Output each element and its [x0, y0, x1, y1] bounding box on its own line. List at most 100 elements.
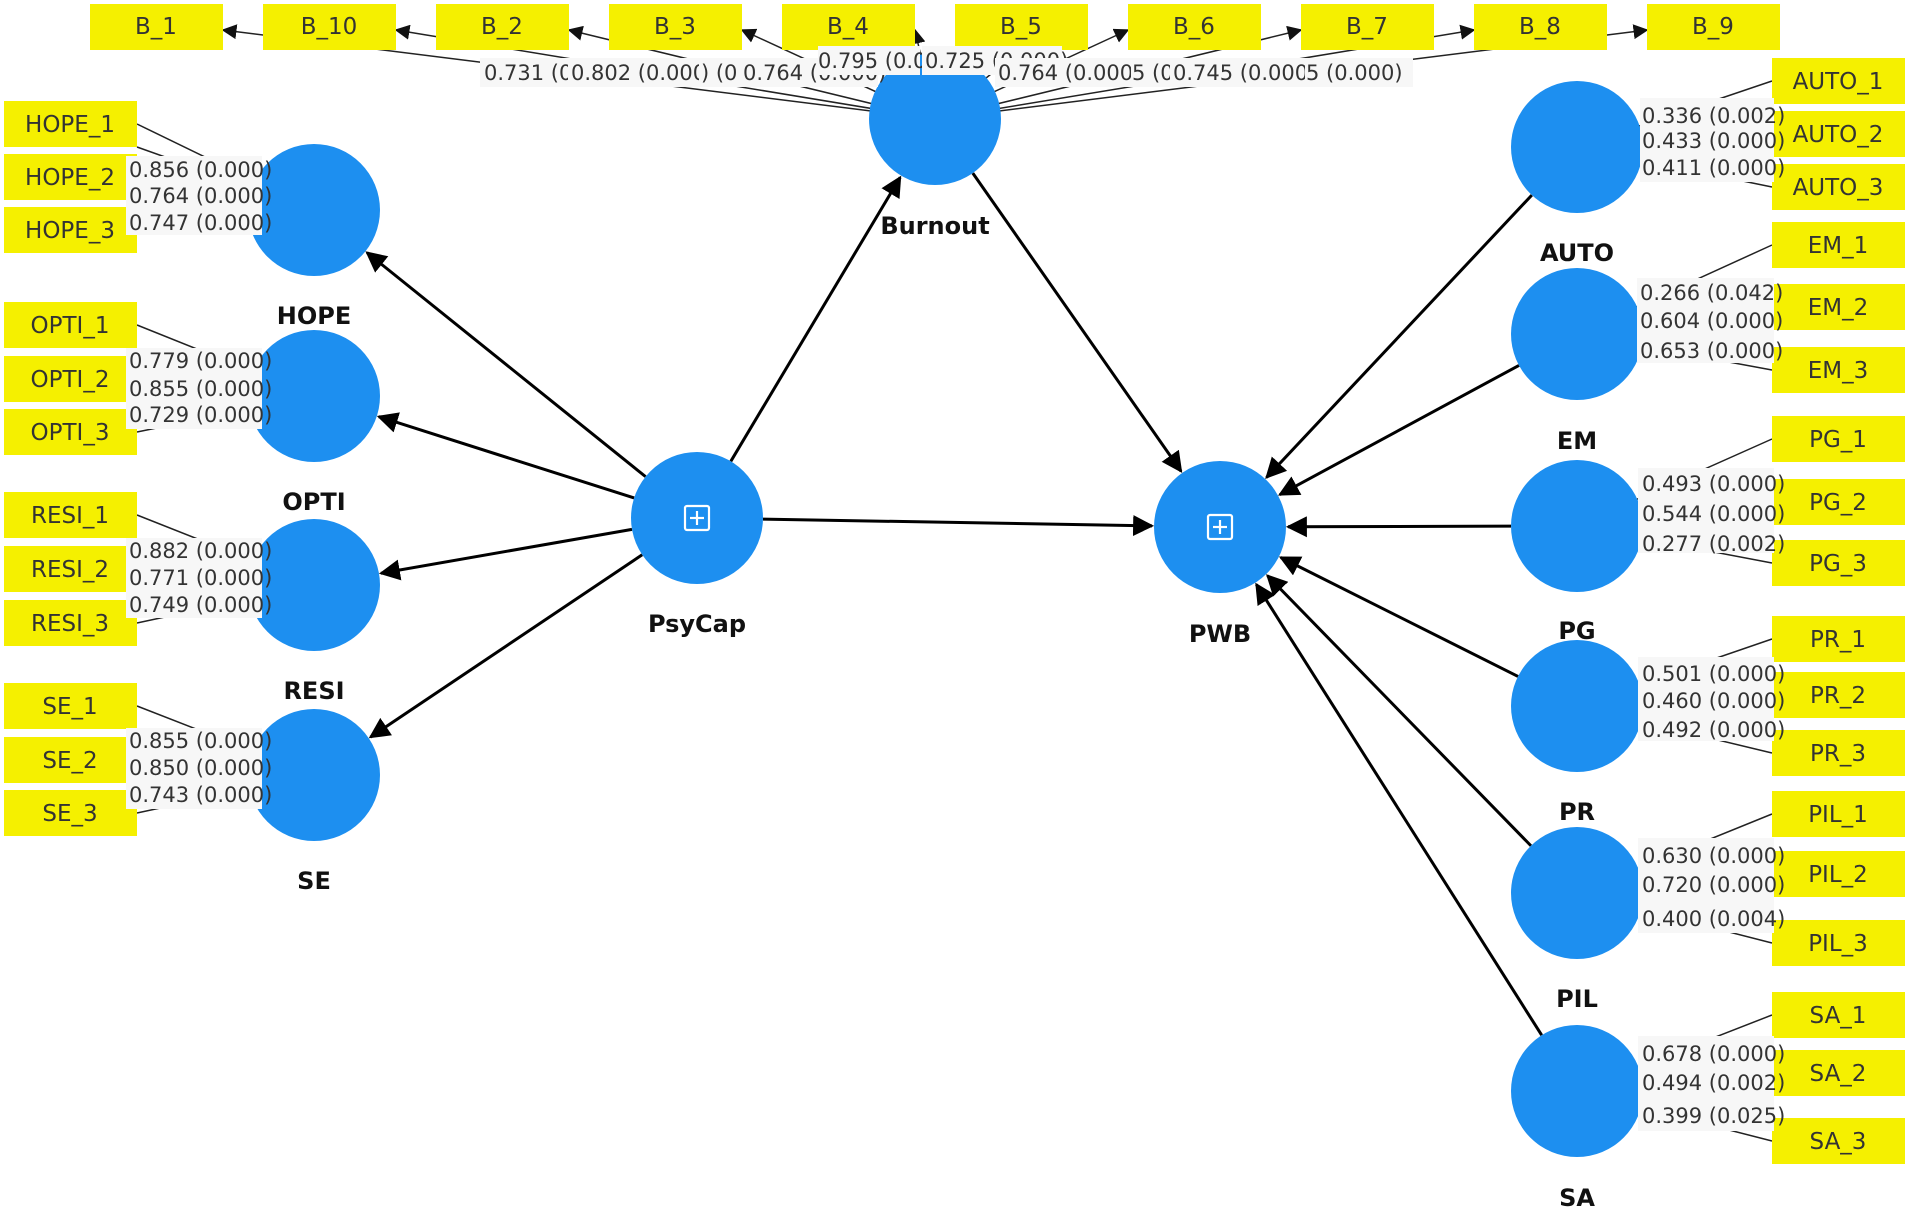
- indicator-EM_3[interactable]: EM_3: [1772, 347, 1905, 393]
- indicator-PIL_1[interactable]: PIL_1: [1772, 791, 1905, 837]
- expand-box-icon[interactable]: [1206, 513, 1234, 541]
- indicator-B_4[interactable]: B_4: [782, 4, 915, 50]
- indicator-AUTO_2[interactable]: AUTO_2: [1772, 111, 1905, 157]
- latent-pg[interactable]: [1511, 460, 1643, 592]
- indicator-SE_1[interactable]: SE_1: [4, 683, 137, 729]
- svg-text:0.764 (0.000): 0.764 (0.000): [998, 61, 1141, 85]
- indicator-OPTI_1[interactable]: OPTI_1: [4, 302, 137, 348]
- path-arrow-pr-to-pwb[interactable]: [1278, 556, 1519, 678]
- indicator-B_1[interactable]: B_1: [90, 4, 223, 50]
- svg-text:SE_3: SE_3: [42, 801, 97, 827]
- indicator-PR_1[interactable]: PR_1: [1772, 616, 1905, 662]
- indicator-SA_1[interactable]: SA_1: [1772, 992, 1905, 1038]
- path-arrow-psycap-to-pwb[interactable]: [762, 515, 1155, 537]
- sa-loading-labels: 0.678 (0.000) 0.494 (0.002) 0.399 (0.025…: [1638, 1036, 1785, 1131]
- latent-resi[interactable]: [248, 519, 380, 651]
- latent-label-pg: PG: [1558, 617, 1595, 645]
- em-loading-labels: 0.266 (0.042) 0.604 (0.000) 0.653 (0.000…: [1637, 278, 1783, 363]
- svg-text:PR_1: PR_1: [1810, 627, 1866, 653]
- loading-label: 0.604 (0.000): [1640, 309, 1783, 333]
- indicator-B_8[interactable]: B_8: [1474, 4, 1607, 50]
- indicator-SE_2[interactable]: SE_2: [4, 737, 137, 783]
- svg-text:SA_1: SA_1: [1810, 1003, 1867, 1029]
- loading-label: 0.779 (0.000): [129, 349, 272, 373]
- svg-text:OPTI_1: OPTI_1: [31, 313, 110, 339]
- svg-text:PG_1: PG_1: [1809, 427, 1867, 453]
- indicator-RESI_1[interactable]: RESI_1: [4, 492, 137, 538]
- latent-label-psycap: PsyCap: [648, 610, 746, 638]
- latent-opti[interactable]: [248, 330, 380, 462]
- svg-text:PG_3: PG_3: [1809, 551, 1867, 577]
- svg-text:B_5: B_5: [1000, 14, 1042, 40]
- indicator-PG_3[interactable]: PG_3: [1772, 540, 1905, 586]
- path-arrow-auto-to-pwb[interactable]: [1265, 194, 1533, 479]
- latent-sa[interactable]: [1511, 1025, 1643, 1157]
- latent-hope[interactable]: [248, 144, 380, 276]
- indicator-AUTO_1[interactable]: AUTO_1: [1772, 58, 1905, 104]
- path-arrow-pil-to-pwb[interactable]: [1266, 574, 1532, 847]
- indicator-PIL_2[interactable]: PIL_2: [1772, 851, 1905, 897]
- indicator-B_6[interactable]: B_6: [1128, 4, 1261, 50]
- svg-text:PIL_2: PIL_2: [1808, 862, 1868, 888]
- latent-burnout[interactable]: [869, 53, 1001, 185]
- indicator-OPTI_2[interactable]: OPTI_2: [4, 356, 137, 402]
- path-arrow-burnout-to-pwb[interactable]: [971, 172, 1183, 473]
- indicator-EM_1[interactable]: EM_1: [1772, 222, 1905, 268]
- path-arrow-psycap-to-burnout[interactable]: [729, 175, 902, 463]
- indicator-B_7[interactable]: B_7: [1301, 4, 1434, 50]
- indicator-OPTI_3[interactable]: OPTI_3: [4, 409, 137, 455]
- loading-label: 0.855 (0.000): [129, 729, 272, 753]
- svg-text:0.745 (0.000): 0.745 (0.000): [1173, 61, 1316, 85]
- indicator-EM_2[interactable]: EM_2: [1772, 284, 1905, 330]
- indicator-SA_2[interactable]: SA_2: [1772, 1050, 1905, 1096]
- expand-box-icon[interactable]: [683, 504, 711, 532]
- latent-pil[interactable]: [1511, 827, 1643, 959]
- indicator-HOPE_3[interactable]: HOPE_3: [4, 207, 137, 253]
- indicator-SE_3[interactable]: SE_3: [4, 790, 137, 836]
- svg-text:B_7: B_7: [1346, 14, 1388, 40]
- indicator-RESI_3[interactable]: RESI_3: [4, 600, 137, 646]
- latent-pwb[interactable]: [1154, 461, 1286, 593]
- path-arrow-sa-to-pwb[interactable]: [1255, 582, 1543, 1037]
- svg-text:PIL_1: PIL_1: [1808, 802, 1868, 828]
- path-arrow-psycap-to-se[interactable]: [368, 553, 644, 739]
- loading-label: 0.764 (0.000): [995, 58, 1141, 87]
- svg-text:B_1: B_1: [135, 14, 177, 40]
- loading-label: 5 (0: [1131, 58, 1174, 87]
- svg-text:B_10: B_10: [301, 14, 358, 40]
- indicator-B_3[interactable]: B_3: [609, 4, 742, 50]
- path-arrow-psycap-to-opti[interactable]: [376, 412, 635, 500]
- indicator-HOPE_2[interactable]: HOPE_2: [4, 154, 137, 200]
- loading-label: 0.882 (0.000): [129, 539, 272, 563]
- indicator-B_2[interactable]: B_2: [436, 4, 569, 50]
- pg-loading-labels: 0.493 (0.000) 0.544 (0.000) 0.277 (0.002…: [1638, 468, 1785, 556]
- indicator-AUTO_3[interactable]: AUTO_3: [1772, 164, 1905, 210]
- indicator-PG_2[interactable]: PG_2: [1772, 479, 1905, 525]
- indicator-PG_1[interactable]: PG_1: [1772, 416, 1905, 462]
- resi-loading-labels: 0.882 (0.000) 0.771 (0.000) 0.749 (0.000…: [126, 538, 272, 618]
- path-arrow-em-to-pwb[interactable]: [1277, 364, 1520, 496]
- indicator-B_10[interactable]: B_10: [263, 4, 396, 50]
- latent-label-pwb: PWB: [1189, 620, 1251, 648]
- path-arrow-psycap-to-hope[interactable]: [365, 251, 647, 478]
- indicator-PR_2[interactable]: PR_2: [1772, 672, 1905, 718]
- latent-psycap[interactable]: [631, 452, 763, 584]
- indicator-B_5[interactable]: B_5: [955, 4, 1088, 50]
- latent-auto[interactable]: [1511, 81, 1643, 213]
- path-arrow-pg-to-pwb[interactable]: [1285, 516, 1512, 538]
- latent-se[interactable]: [248, 709, 380, 841]
- indicator-PR_3[interactable]: PR_3: [1772, 730, 1905, 776]
- loading-label: 0.494 (0.002): [1642, 1071, 1785, 1095]
- path-arrow-psycap-to-resi[interactable]: [378, 527, 633, 581]
- indicator-HOPE_1[interactable]: HOPE_1: [4, 101, 137, 147]
- indicator-RESI_2[interactable]: RESI_2: [4, 546, 137, 592]
- latent-em[interactable]: [1511, 268, 1643, 400]
- svg-text:SE_2: SE_2: [42, 748, 97, 774]
- indicator-PIL_3[interactable]: PIL_3: [1772, 920, 1905, 966]
- svg-text:OPTI_2: OPTI_2: [31, 367, 110, 393]
- indicator-B_9[interactable]: B_9: [1647, 4, 1780, 50]
- indicator-SA_3[interactable]: SA_3: [1772, 1118, 1905, 1164]
- burnout-loading-labels: 0.731 (0 0.802 (0.000) ) (0 0.764 (0.000…: [480, 46, 1413, 87]
- latent-pr[interactable]: [1511, 640, 1643, 772]
